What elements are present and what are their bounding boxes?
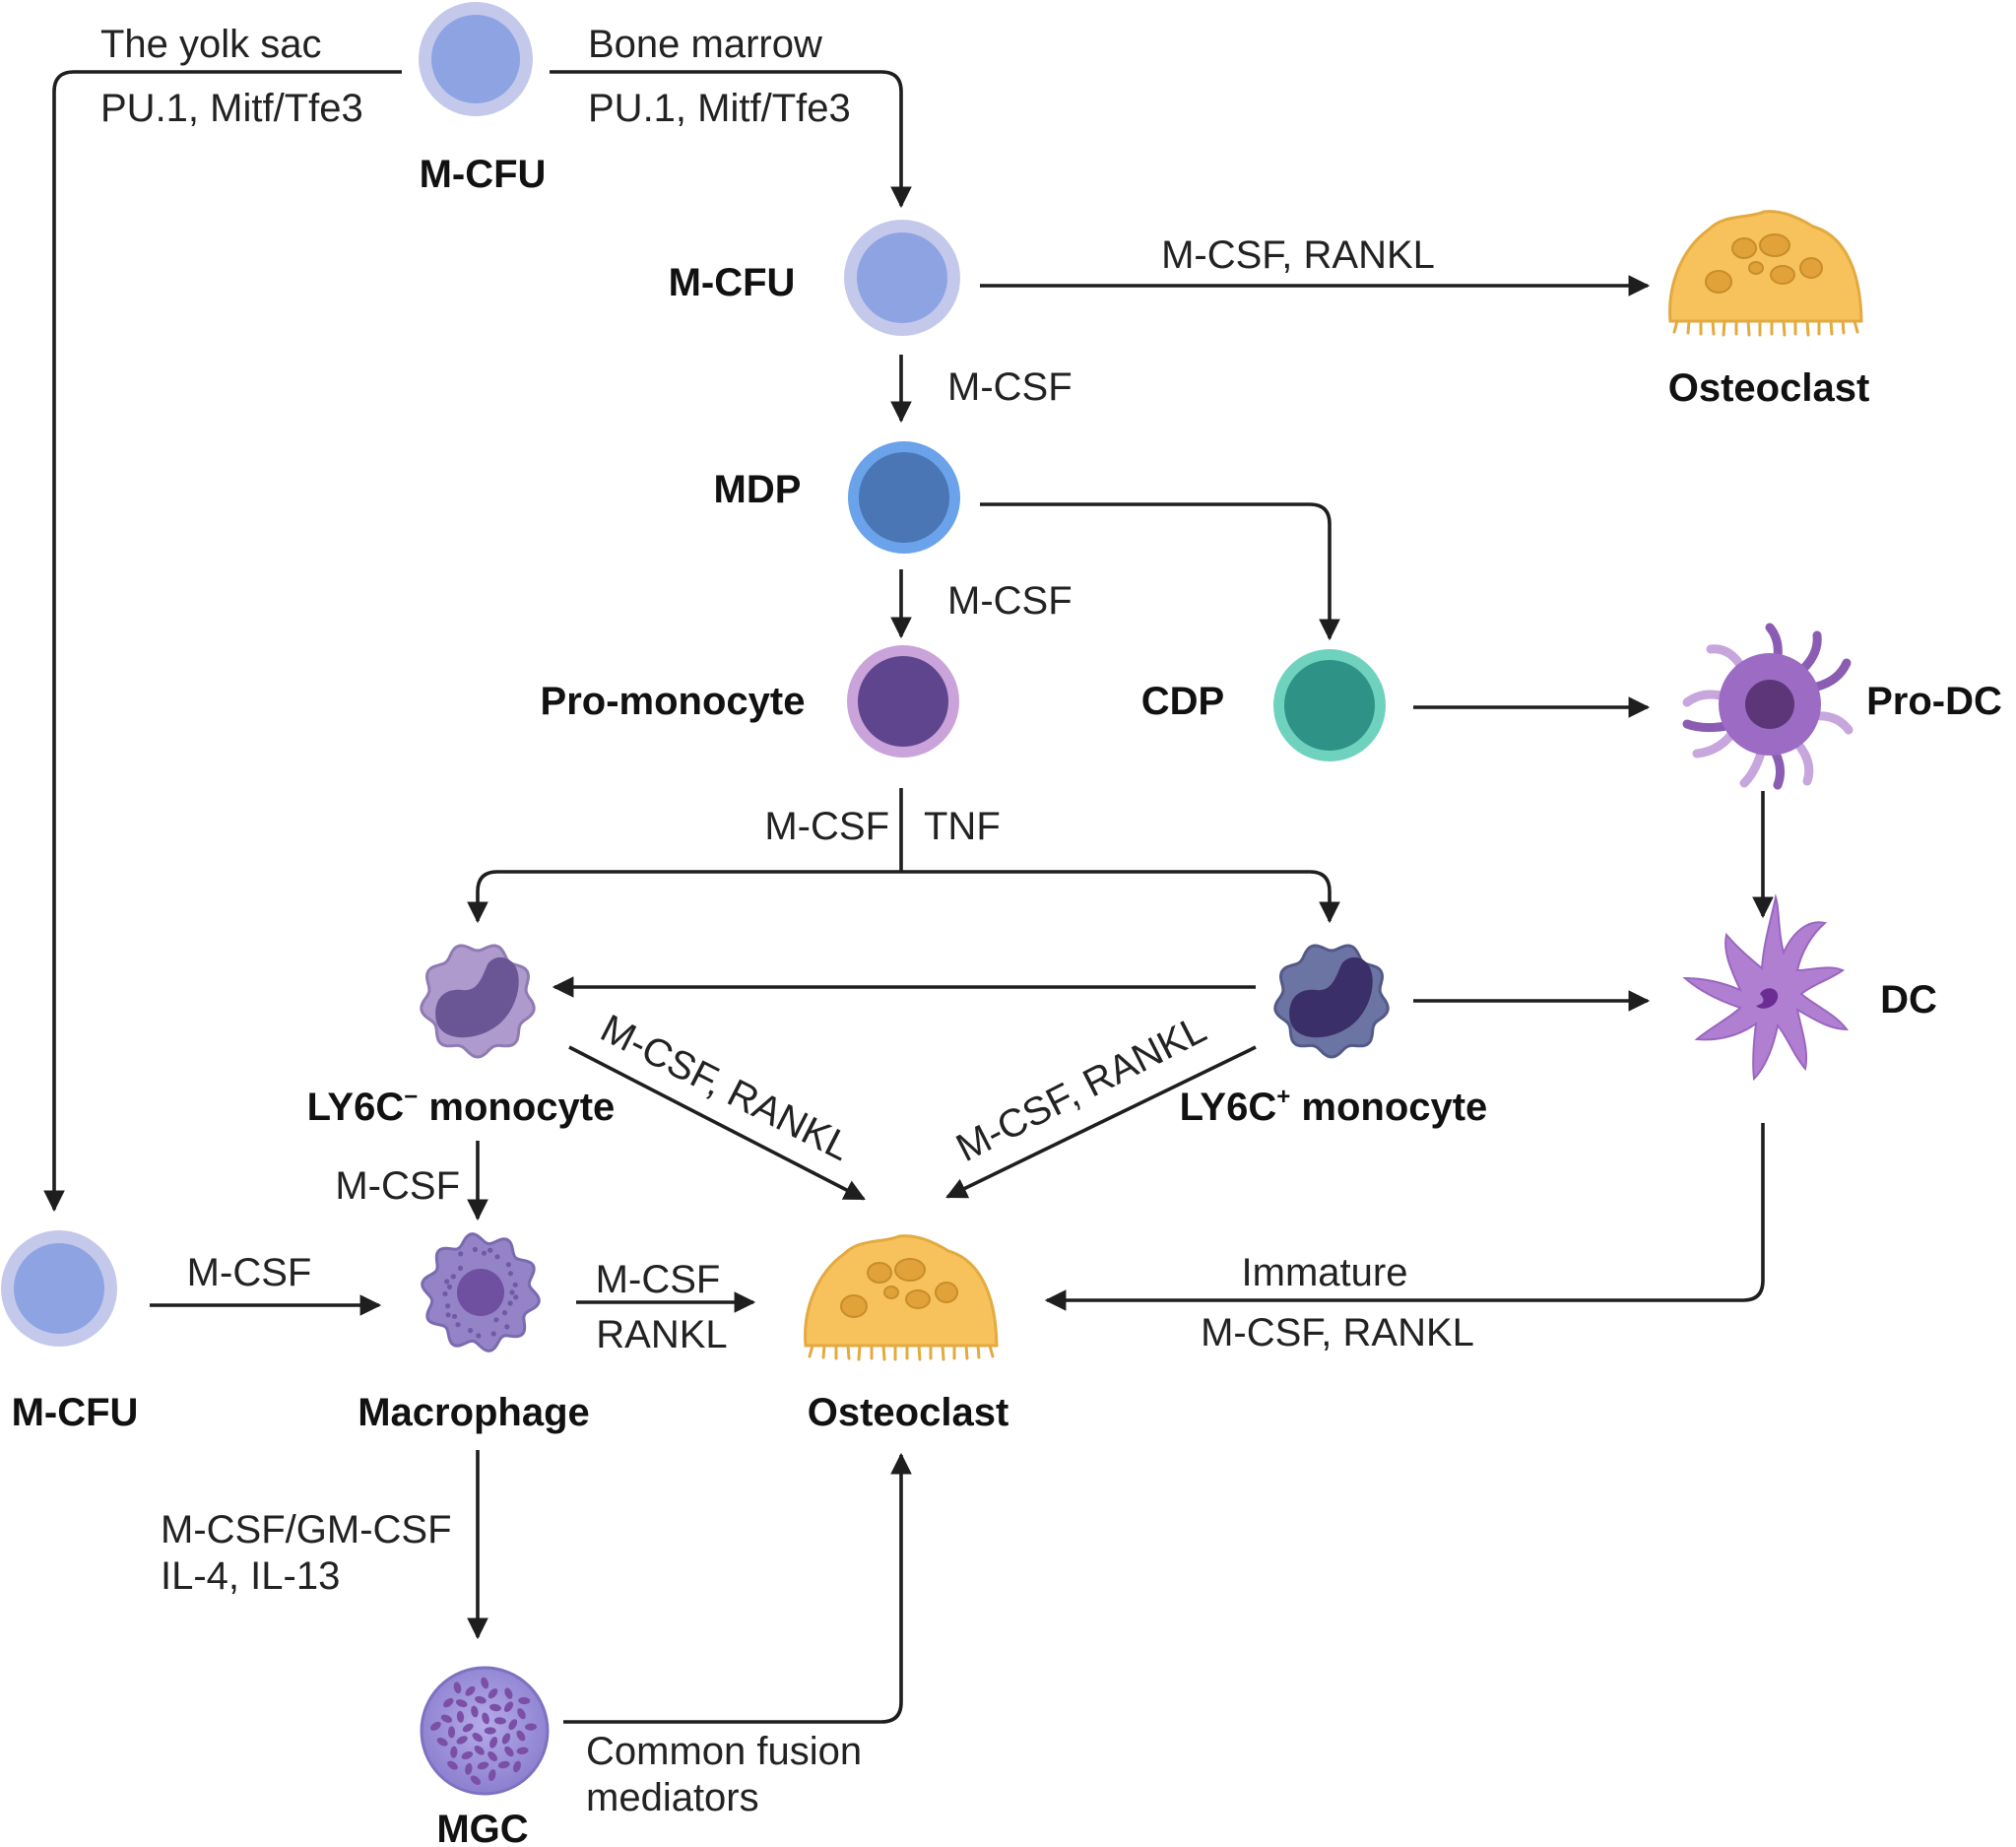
label-mgc-fusion-1: Common fusion <box>586 1730 862 1773</box>
edge-mdp-to-cdp <box>980 502 1340 641</box>
osteoclast-cell-top <box>1668 210 1863 337</box>
osteoclast-cell-bottom <box>804 1234 999 1361</box>
label-macro-to-osteo-bottom: RANKL <box>596 1313 727 1356</box>
macrophage-cell <box>421 1232 541 1352</box>
label-bone-factors: PU.1, Mitf/Tfe3 <box>588 87 851 130</box>
label-promono-left: M-CSF <box>764 805 889 848</box>
cdp-cell <box>1273 649 1386 761</box>
label-yolk-factors: PU.1, Mitf/Tfe3 <box>100 87 363 130</box>
label-mgc-fusion-2: mediators <box>586 1776 759 1819</box>
label-mcfu-to-mdp: M-CSF <box>947 365 1073 409</box>
label-dc-to-osteo-top: Immature <box>1242 1251 1408 1294</box>
edge-bone-marrow-to-mcfu <box>550 70 912 209</box>
edge-ly6c-pos-to-osteoclast <box>945 1045 1257 1199</box>
label-mcfu-to-osteoclast: M-CSF, RANKL <box>1161 233 1435 277</box>
node-label-mdp: MDP <box>714 468 802 511</box>
cells <box>1 2 1863 1796</box>
node-label-promonocyte: Pro-monocyte <box>541 680 806 723</box>
edge-promonocyte-to-ly6c-neg <box>467 870 901 924</box>
label-promono-right: TNF <box>924 805 1001 848</box>
node-label-macrophage: Macrophage <box>358 1391 590 1434</box>
node-label-mcfu-mid: M-CFU <box>669 261 796 304</box>
node-label-ly6c-pos: LY6C+ monocyte <box>1180 1084 1488 1129</box>
ly6c-neg-monocyte-cell <box>420 944 536 1059</box>
edge-promonocyte-to-ly6c-pos <box>901 870 1340 924</box>
edge-mgc-to-osteoclast <box>563 1452 912 1724</box>
mcfu-cell-left <box>1 1230 117 1347</box>
promonocyte-cell <box>847 645 959 758</box>
label-dc-to-osteo-bottom: M-CSF, RANKL <box>1201 1311 1474 1354</box>
node-label-mcfu-top: M-CFU <box>420 153 547 196</box>
mgc-cell <box>420 1666 550 1796</box>
label-bone-marrow: Bone marrow <box>588 23 822 66</box>
label-macro-to-mgc-1: M-CSF/GM-CSF <box>161 1508 452 1551</box>
edge-yolk-sac-to-mcfu-left <box>43 70 402 1213</box>
mcfu-cell-top <box>419 2 533 116</box>
node-label-dc: DC <box>1880 978 1937 1022</box>
label-mcfu-to-macro: M-CSF <box>187 1251 312 1294</box>
node-label-mgc: MGC <box>436 1808 528 1847</box>
label-ly6cneg-to-osteo: M-CSF, RANKL <box>594 1007 858 1169</box>
node-label-osteoclast-top: Osteoclast <box>1668 366 1870 410</box>
mdp-cell <box>848 441 960 554</box>
node-label-cdp: CDP <box>1141 680 1224 723</box>
label-mdp-to-promono: M-CSF <box>947 579 1073 623</box>
label-ly6cneg-to-macro: M-CSF <box>335 1164 460 1208</box>
label-yolk-sac: The yolk sac <box>100 23 322 66</box>
node-label-ly6c-neg: LY6C− monocyte <box>307 1084 616 1129</box>
node-label-prodc: Pro-DC <box>1866 680 2002 723</box>
edges <box>43 70 1774 1724</box>
dc-cell <box>1682 893 1850 1082</box>
edge-ly6c-neg-to-osteoclast <box>568 1045 866 1201</box>
label-macro-to-osteo-top: M-CSF <box>596 1258 721 1301</box>
node-label-osteoclast-bottom: Osteoclast <box>808 1391 1009 1434</box>
prodc-cell <box>1682 623 1853 790</box>
node-label-mcfu-left: M-CFU <box>12 1391 139 1434</box>
label-macro-to-mgc-2: IL-4, IL-13 <box>161 1554 340 1598</box>
ly6c-pos-monocyte-cell <box>1273 944 1390 1059</box>
edge-dc-to-osteoclast <box>1044 1123 1765 1311</box>
mcfu-cell-middle <box>844 220 960 336</box>
